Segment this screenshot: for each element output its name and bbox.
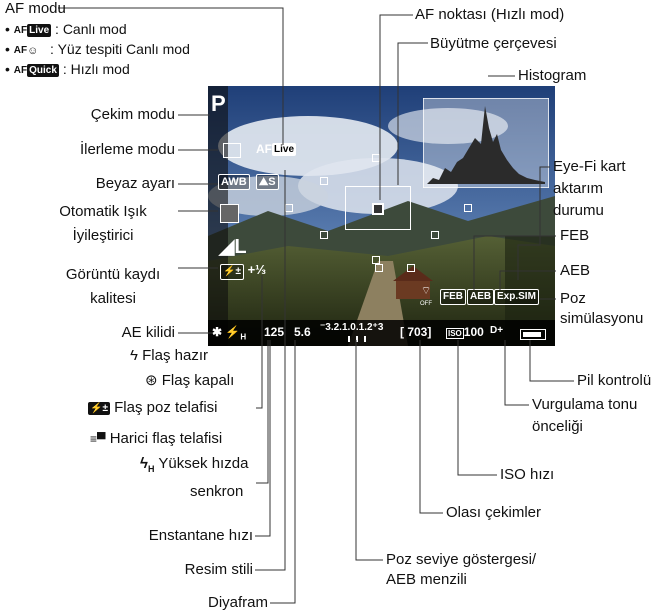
flash-off-label: ⊛ Flaş kapalı — [145, 372, 235, 389]
flash-off-icon: ⊛ — [145, 372, 158, 389]
ext-flash-comp-label: ≡▀ Harici flaş telafisi — [90, 430, 223, 447]
af-point-icon — [407, 264, 415, 272]
flash-ready-label: ϟ Flaş hazır — [130, 347, 208, 364]
battery-icon — [520, 329, 546, 340]
ae-lock-label: AE kilidi — [121, 324, 175, 341]
exposure-sim-label: Poz simülasyonu — [560, 290, 644, 327]
eyefi-label: Eye-Fi kart aktarım durumu — [553, 158, 626, 219]
hss-icon: ϟH — [140, 455, 155, 474]
flash-comp-indicator: ⚡± +⅓ — [220, 262, 266, 280]
histogram-graph — [423, 98, 549, 188]
auto-lighting-optimizer-icon — [220, 204, 239, 223]
af-point-icon — [375, 264, 383, 272]
aperture-value: 5.6 — [294, 325, 311, 339]
osd-bottom-bar — [208, 320, 555, 346]
image-quality-label: Görüntü kaydı kalitesi — [65, 266, 161, 307]
feb-label: FEB — [560, 227, 590, 244]
white-balance-label: Beyaz ayarı — [95, 175, 175, 192]
af-point-icon — [372, 256, 380, 264]
aperture-label: Diyafram — [207, 594, 268, 611]
possible-shots-label: Olası çekimler — [446, 504, 542, 521]
af-point-icon — [464, 204, 472, 212]
histogram-label: Histogram — [518, 67, 587, 84]
magnify-frame — [345, 186, 411, 230]
external-flash-icon: ≡▀ — [90, 432, 106, 446]
af-face-mode-item: • AF☺ : Yüz tespiti Canlı mod — [5, 41, 190, 57]
feb-icon: FEB — [440, 289, 466, 305]
highlight-tone-label: Vurgulama tonu önceliği — [532, 396, 638, 435]
exposure-level-marks — [348, 336, 366, 342]
magnify-frame-label: Büyütme çerçevesi — [430, 35, 557, 52]
shooting-mode-label: Çekim modu — [90, 106, 175, 123]
flash-icon: ϟ — [130, 347, 138, 364]
aeb-icon: AEB — [467, 289, 495, 305]
shutter-speed-value: 125 — [264, 325, 285, 339]
level-indicator-label: Poz seviye göstergesi/ AEB menzili — [386, 551, 537, 588]
flash-comp-icon: ⚡± — [88, 402, 110, 415]
picture-style-indicator: ⛰S — [256, 174, 279, 190]
af-point-icon — [431, 231, 439, 239]
flash-comp-label: ⚡± Flaş poz telafisi — [88, 399, 218, 416]
exposure-level-scale: ⁻3.2.1.0.1.2⁺3 — [320, 322, 384, 333]
af-point-icon — [372, 203, 384, 215]
aeb-label: AEB — [560, 262, 591, 279]
ae-lock-icon: ✱ ⚡H — [212, 325, 247, 342]
image-quality-icon: ◢L — [219, 236, 247, 258]
picture-style-label: Resim stili — [184, 561, 253, 578]
af-point-icon — [320, 177, 328, 185]
shutter-speed-label: Enstantane hızı — [148, 527, 253, 544]
af-mode-title: AF modu — [5, 0, 66, 17]
exposure-sim-icon: Exp.SIM — [494, 289, 539, 305]
drive-mode-label: İlerleme modu — [79, 141, 175, 158]
drive-mode-icon — [223, 143, 241, 158]
af-point-icon — [320, 231, 328, 239]
af-point-label: AF noktası (Hızlı mod) — [415, 6, 565, 23]
highlight-tone-indicator: D+ — [490, 325, 504, 336]
iso-speed-label: ISO hızı — [500, 466, 555, 483]
white-balance-indicator: AWB — [218, 174, 250, 190]
battery-check-label: Pil kontrolü — [577, 372, 652, 389]
hss-label: ϟH Yüksek hızda senkron — [140, 455, 249, 500]
possible-shots-value: [ 703] — [400, 325, 432, 339]
alo-label: Otomatik Işık İyileştirici — [59, 203, 147, 244]
shooting-mode-indicator: P — [211, 91, 226, 116]
eyefi-icon: ⌔OFF — [420, 285, 432, 308]
